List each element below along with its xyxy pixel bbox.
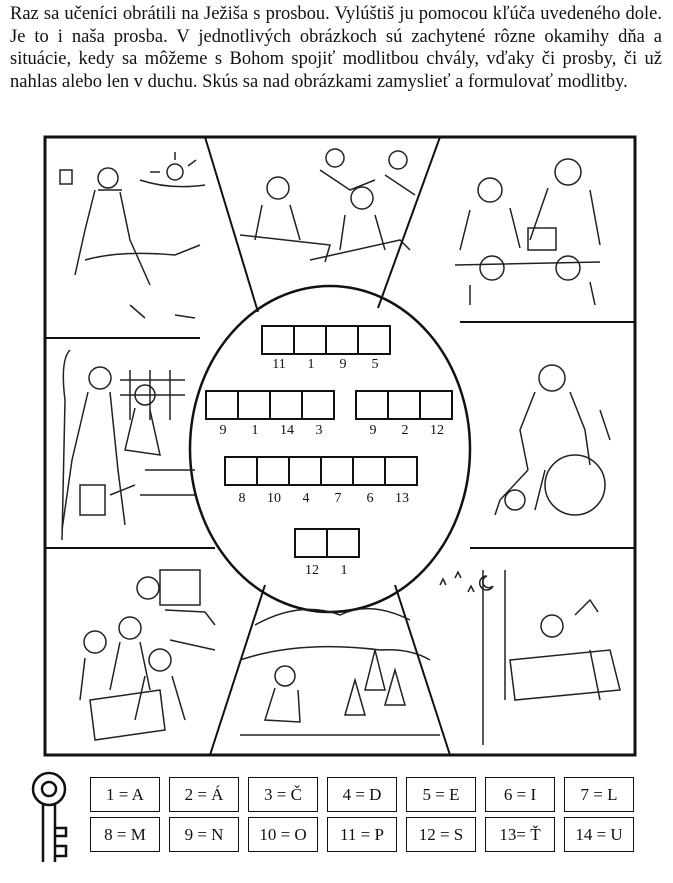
letter-cell[interactable] xyxy=(357,325,391,355)
child-in-nature-icon xyxy=(239,607,440,736)
cell-number: 11 xyxy=(272,357,286,372)
key-entry: 8 = M xyxy=(90,817,160,852)
key-row-1: 1 = A 2 = Á 3 = Č 4 = D 5 = E 6 = I 7 = … xyxy=(90,777,643,812)
cell-number: 1 xyxy=(340,563,348,578)
key-entry: 11 = P xyxy=(327,817,397,852)
cell-number: 12 xyxy=(430,423,444,438)
cell-number: 6 xyxy=(366,491,374,506)
letter-cell[interactable] xyxy=(237,390,271,420)
cell-number: 4 xyxy=(302,491,310,506)
letter-cell[interactable] xyxy=(352,456,386,486)
letter-cell[interactable] xyxy=(293,325,327,355)
cell-number: 1 xyxy=(307,357,315,372)
letter-cell[interactable] xyxy=(301,390,335,420)
puzzle-word-1-numbers: 11 1 9 5 xyxy=(263,357,391,373)
puzzle-word-2 xyxy=(205,390,335,420)
intro-text: Raz sa učeníci obrátili na Ježiša s pros… xyxy=(10,4,662,92)
letter-cell[interactable] xyxy=(325,325,359,355)
letter-cell[interactable] xyxy=(384,456,418,486)
cell-number: 12 xyxy=(305,563,319,578)
letter-cell[interactable] xyxy=(387,390,421,420)
puzzle-word-2-numbers: 9 1 14 3 xyxy=(207,423,335,439)
key-entry: 10 = O xyxy=(248,817,318,852)
key-entry: 4 = D xyxy=(327,777,397,812)
letter-cell[interactable] xyxy=(261,325,295,355)
puzzle-word-5 xyxy=(294,528,360,558)
cell-number: 3 xyxy=(315,423,323,438)
family-meal-icon xyxy=(454,158,601,306)
key-row-2: 8 = M 9 = N 10 = O 11 = P 12 = S 13= Ť 1… xyxy=(90,817,643,852)
puzzle-word-4 xyxy=(224,456,418,486)
cell-number: 1 xyxy=(251,423,259,438)
cell-number: 2 xyxy=(401,423,409,438)
cell-number: 13 xyxy=(395,491,409,506)
key-entry: 6 = I xyxy=(485,777,555,812)
child-in-bed-icon xyxy=(439,570,621,745)
cell-number: 7 xyxy=(334,491,342,506)
gardening-icon xyxy=(61,349,195,541)
letter-cell[interactable] xyxy=(256,456,290,486)
key-icon xyxy=(31,771,68,862)
key-entry: 13= Ť xyxy=(485,817,555,852)
letter-cell[interactable] xyxy=(294,528,328,558)
cell-number: 14 xyxy=(280,423,294,438)
letter-cell[interactable] xyxy=(326,528,360,558)
puzzle-word-1 xyxy=(261,325,391,355)
key-entry: 7 = L xyxy=(564,777,634,812)
key-entry: 5 = E xyxy=(406,777,476,812)
puzzle-word-5-numbers: 12 1 xyxy=(296,563,360,579)
letter-cell[interactable] xyxy=(355,390,389,420)
key-entry: 2 = Á xyxy=(169,777,239,812)
key-entry: 12 = S xyxy=(406,817,476,852)
cell-number: 9 xyxy=(219,423,227,438)
key-entry: 1 = A xyxy=(90,777,160,812)
letter-cell[interactable] xyxy=(288,456,322,486)
puzzle-word-3 xyxy=(355,390,453,420)
cell-number: 9 xyxy=(339,357,347,372)
cell-number: 5 xyxy=(371,357,379,372)
cell-number: 10 xyxy=(267,491,281,506)
puzzle-word-3-numbers: 9 2 12 xyxy=(357,423,453,439)
letter-cell[interactable] xyxy=(205,390,239,420)
key-entry: 9 = N xyxy=(169,817,239,852)
letter-cell[interactable] xyxy=(320,456,354,486)
puzzle-word-4-numbers: 8 10 4 7 6 13 xyxy=(226,491,418,507)
classroom-children-icon xyxy=(239,148,416,263)
cell-number: 8 xyxy=(238,491,246,506)
key-entry: 3 = Č xyxy=(248,777,318,812)
computer-room-icon xyxy=(79,569,216,741)
cell-number: 9 xyxy=(369,423,377,438)
waking-up-boy-icon xyxy=(59,152,206,319)
letter-cell[interactable] xyxy=(224,456,258,486)
wheelchair-boy-icon xyxy=(494,364,611,516)
letter-cell[interactable] xyxy=(419,390,453,420)
key-entry: 14 = U xyxy=(564,817,634,852)
letter-cell[interactable] xyxy=(269,390,303,420)
